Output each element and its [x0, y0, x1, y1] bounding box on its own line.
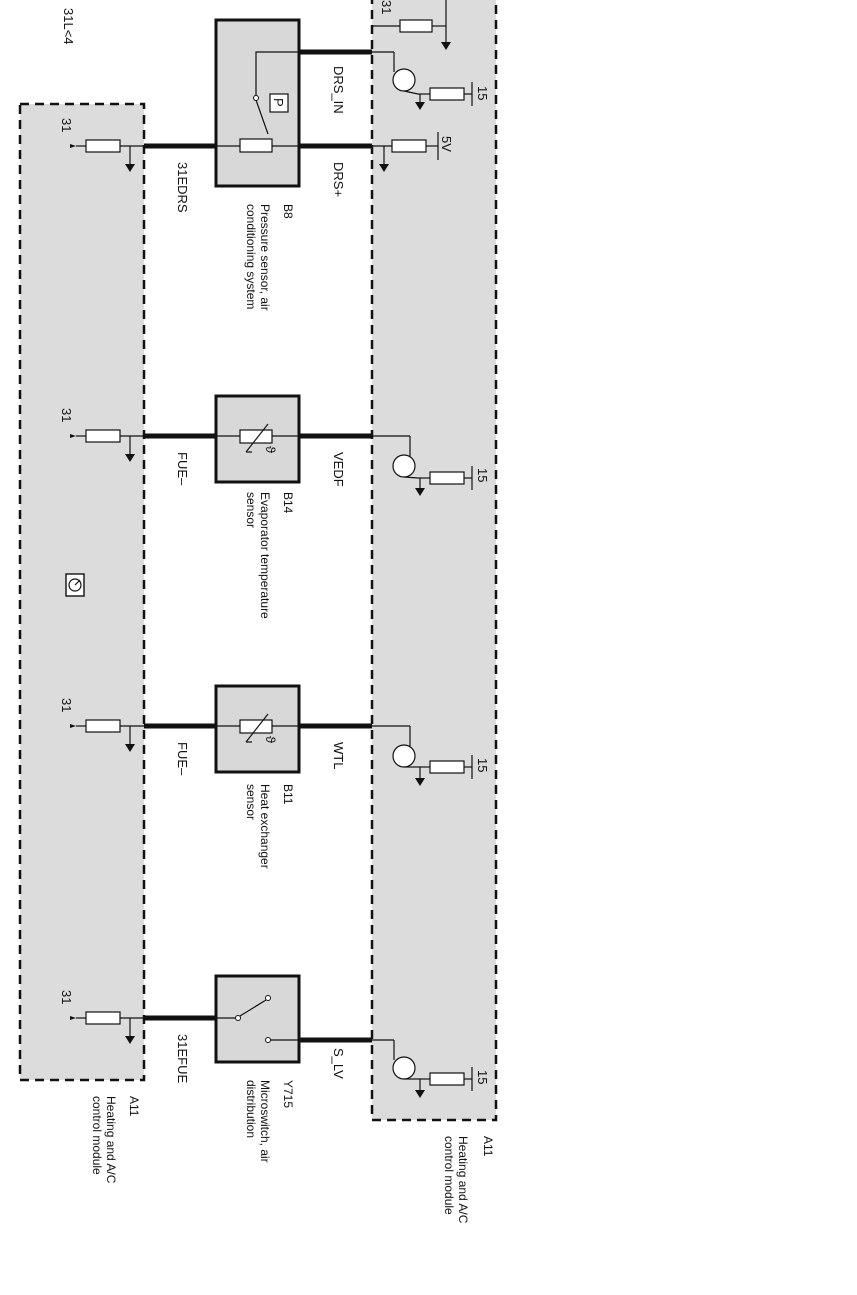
b8-right-wire-top-label: DRS_IN: [331, 66, 346, 114]
b8-id: B8: [281, 204, 295, 219]
b8-transistor: [392, 68, 416, 92]
component-b11: ϑ 31 15 FUE– WTL B11 Heat exchanger sens…: [59, 684, 490, 869]
diagnostic-connector-icon: [65, 573, 85, 597]
b11-supply-label: 15: [475, 758, 490, 772]
corner-label: 31L<4: [61, 8, 76, 45]
right-control-module: [370, 0, 498, 1122]
b8-ground-label: 31: [59, 118, 74, 132]
component-y715: 31 15 31EFUE S_LV Y715 Microswitch, air …: [59, 974, 490, 1163]
right-module-name: Heating and A/C control module: [442, 1136, 470, 1224]
b14-ground-label: 31: [59, 408, 74, 422]
b8-name: Pressure sensor, air conditioning system: [244, 204, 272, 311]
top-ground-connection: 31: [372, 0, 451, 50]
component-b14: ϑ 31 15 FUE– VEDF B14 Evaporator tempera…: [59, 394, 490, 619]
b8-right-wire-bottom-label: DRS+: [331, 162, 346, 197]
left-module-name: Heating and A/C control module: [90, 1096, 118, 1184]
b14-supply-label: 15: [475, 468, 490, 482]
y715-right-wire-label: S_LV: [331, 1048, 346, 1079]
y715-transistor: [392, 1056, 416, 1080]
b11-thermistor: [239, 719, 273, 734]
b14-right-wire-label: VEDF: [331, 452, 346, 487]
y715-ground-label: 31: [59, 990, 74, 1004]
b11-name: Heat exchanger sensor: [244, 784, 272, 869]
b11-id: B11: [281, 784, 295, 805]
b14-temperature-symbol: ϑ: [263, 446, 278, 454]
b14-left-wire-label: FUE–: [175, 452, 190, 486]
b11-transistor: [392, 744, 416, 768]
y715-name: Microswitch, air distribution: [244, 1080, 272, 1163]
b14-thermistor: [239, 429, 273, 444]
b8-supply-5v-label: 5V: [439, 136, 454, 152]
component-b8: P 31 15 5V 31EDRS DRS_IN: [59, 18, 490, 311]
b14-id: B14: [281, 492, 295, 514]
y715-id: Y715: [281, 1080, 295, 1108]
b8-pressure-symbol: P: [271, 98, 286, 107]
y715-housing: [214, 974, 301, 1064]
b11-right-wire-label: WTL: [331, 742, 346, 769]
y715-supply-label: 15: [475, 1070, 490, 1084]
b14-name: Evaporator temperature sensor: [244, 492, 272, 619]
right-module-id: A11: [481, 1136, 495, 1157]
b11-ground-label: 31: [59, 698, 74, 712]
y715-switch-contact: [239, 999, 267, 1017]
b8-potentiometer: [239, 138, 273, 153]
y715-left-wire-label: 31EFUE: [175, 1034, 190, 1083]
left-module-id: A11: [127, 1096, 141, 1117]
b11-left-wire-label: FUE–: [175, 742, 190, 776]
b8-pressure-symbol-box: [269, 93, 289, 113]
top-ground-label: 31: [379, 0, 394, 14]
b8-left-wire-label: 31EDRS: [175, 162, 190, 213]
b14-transistor: [392, 454, 416, 478]
b8-supply-15-label: 15: [475, 86, 490, 100]
b11-temperature-symbol: ϑ: [263, 736, 278, 744]
